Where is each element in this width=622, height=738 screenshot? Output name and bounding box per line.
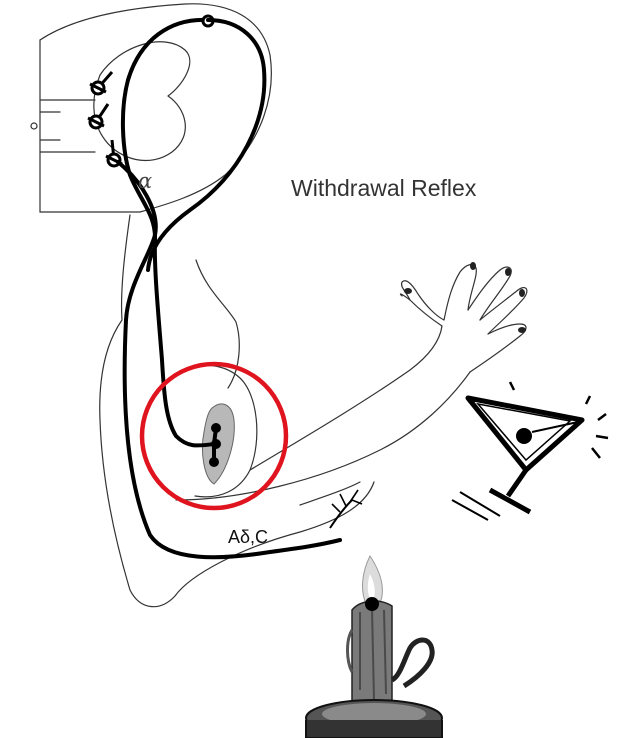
nerve-ending [329, 489, 363, 529]
sensory-neuron-path [116, 160, 342, 560]
martini-glass-icon [451, 381, 609, 521]
diagram-title: Withdrawal Reflex [291, 175, 477, 201]
motor-neuron-label: α [138, 169, 152, 193]
spinal-cord-icon [30, 3, 272, 213]
candle-icon [305, 555, 443, 738]
sensory-fiber-label: Aδ,C [228, 527, 268, 547]
hand-icon [399, 262, 528, 373]
highlight-circle [139, 361, 289, 511]
interneuron-chain [87, 71, 123, 168]
